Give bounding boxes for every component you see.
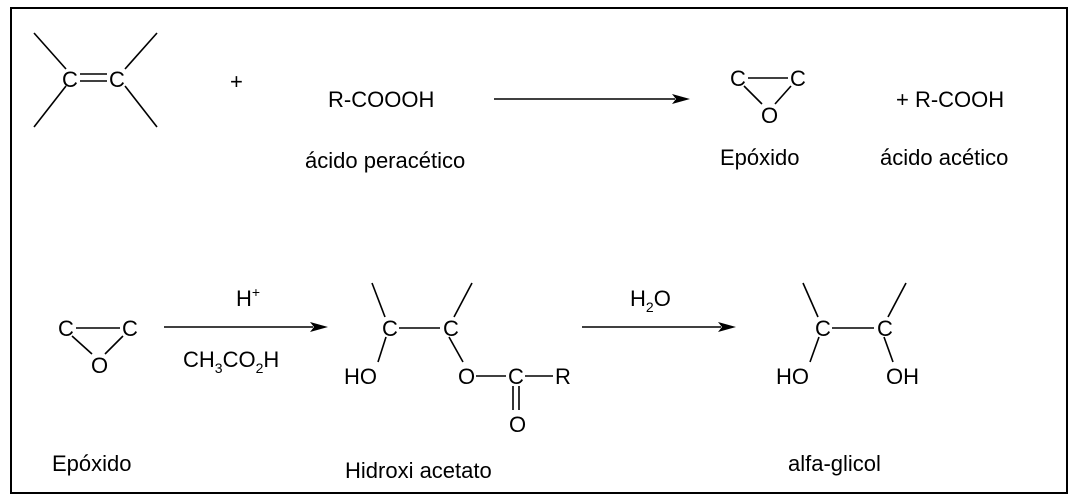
alkene-bond-lower-left	[33, 85, 67, 128]
glycol-methyl-left	[802, 282, 819, 318]
glycol-oh-bond	[883, 336, 894, 363]
alkene-bond-lower-right	[124, 85, 158, 128]
glycol-name: alfa-glicol	[788, 451, 881, 476]
start-epoxide-oxygen: O	[91, 353, 108, 378]
reaction-arrow-3	[582, 322, 736, 332]
epoxide-product-structure: C C O	[730, 66, 806, 128]
alkene-carbon-left: C	[62, 67, 78, 92]
alkene-carbon-right: C	[109, 67, 125, 92]
start-epoxide-carbon-left: C	[58, 316, 74, 341]
ha-methyl-left	[371, 282, 386, 318]
ha-ester-oxygen: O	[458, 364, 475, 389]
glycol-structure: C C HO OH	[776, 282, 919, 389]
start-epoxide-name: Epóxido	[52, 451, 132, 476]
hydroxy-acetate-structure: C C HO O C R O	[344, 282, 571, 437]
hydroxy-acetate-name: Hidroxi acetato	[345, 458, 492, 483]
acetic-acid-formula: + R-COOH	[896, 87, 1004, 112]
ha-ho-bond	[377, 336, 387, 363]
peracid-name: ácido peracético	[305, 148, 465, 173]
acetic-acid-catalyst: CH3CO2H	[183, 347, 279, 376]
ha-carbon-right: C	[443, 316, 459, 341]
epoxide-carbon-left: C	[730, 66, 746, 91]
alkene-structure: C C	[33, 32, 158, 128]
glycol-methyl-right	[887, 282, 907, 318]
ha-hydroxyl: HO	[344, 364, 377, 389]
alkene-bond-upper-left	[33, 32, 67, 70]
alkene-bond-upper-right	[124, 32, 158, 70]
peracid-formula: R-COOOH	[328, 87, 434, 112]
start-epoxide-co-bond-right	[104, 335, 124, 355]
reaction-arrow-1	[494, 94, 690, 104]
water-reagent: H2O	[630, 286, 671, 315]
plus-sign: +	[230, 69, 243, 94]
epoxide-product-name: Epóxido	[720, 145, 800, 170]
epoxide-start-structure: C C O	[58, 316, 138, 378]
epoxide-oxygen: O	[761, 103, 778, 128]
glycol-hydroxyl-right: OH	[886, 364, 919, 389]
ha-r-group: R	[555, 364, 571, 389]
start-epoxide-carbon-right: C	[122, 316, 138, 341]
glycol-carbon-right: C	[877, 316, 893, 341]
glycol-ho-bond	[809, 336, 820, 363]
epoxide-co-bond-right	[774, 85, 792, 105]
glycol-carbon-left: C	[815, 316, 831, 341]
ha-carbon-left: C	[382, 316, 398, 341]
reaction-arrow-2	[164, 322, 328, 332]
ha-methyl-right	[453, 282, 473, 318]
ha-carbonyl-carbon: C	[508, 364, 524, 389]
diagram-frame	[10, 7, 1068, 494]
epoxide-carbon-right: C	[790, 66, 806, 91]
epoxide-co-bond-left	[743, 85, 763, 105]
acetic-acid-name: ácido acético	[880, 145, 1008, 170]
catalyst-proton: H+	[236, 284, 260, 311]
ha-carbonyl-oxygen: O	[509, 412, 526, 437]
glycol-hydroxyl-left: HO	[776, 364, 809, 389]
start-epoxide-co-bond-left	[71, 335, 93, 355]
ha-o-bond	[448, 336, 464, 363]
